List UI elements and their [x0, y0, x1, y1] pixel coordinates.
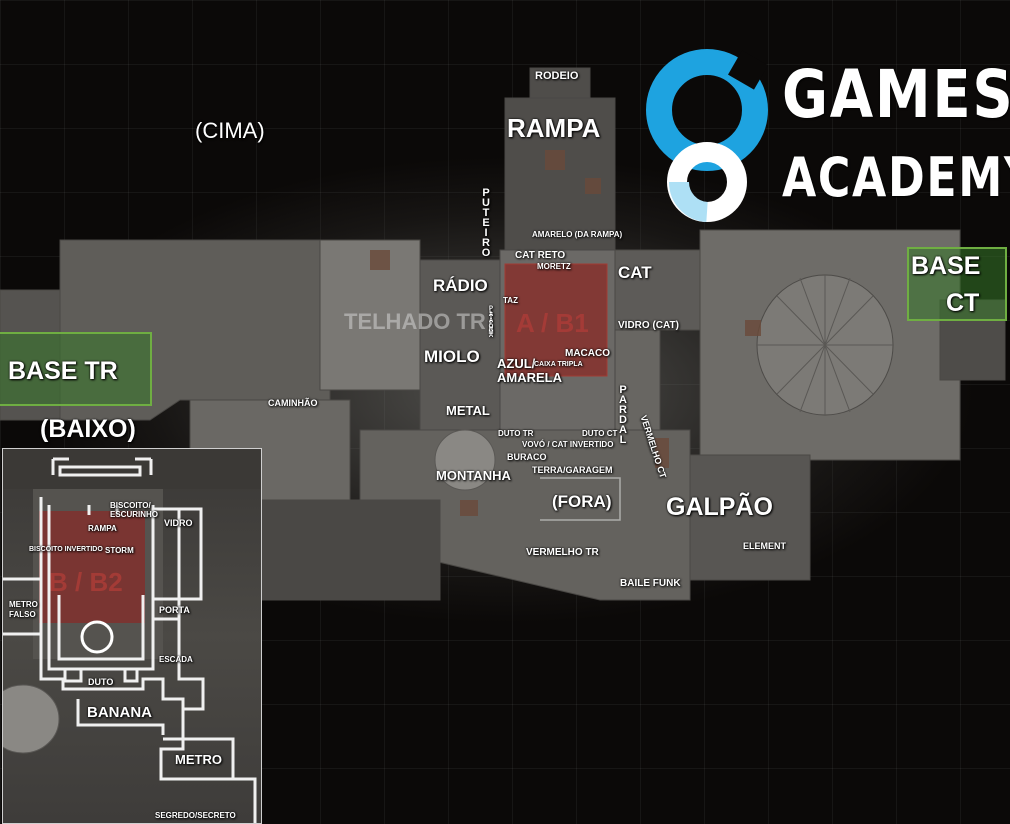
callout-puteiro: PUTEIRO	[480, 187, 492, 257]
lower-callout-vidro: VIDRO	[164, 518, 193, 528]
rodeio-area	[529, 67, 591, 99]
lower-callout-metro: METRO	[175, 752, 222, 767]
lower-callout-metro-falso: METRO FALSO	[9, 600, 38, 619]
callout-caminhao: CAMINHÃO	[268, 398, 318, 408]
montanha-rock	[434, 429, 496, 491]
callout-vidro-cat: VIDRO (CAT)	[618, 320, 679, 331]
logo-text-line1: GAMES	[782, 56, 1010, 133]
lower-callout-porta: PORTA	[159, 605, 190, 615]
callout-radio: RÁDIO	[433, 276, 488, 295]
section-upper-label: (CIMA)	[195, 118, 265, 143]
callout-moretz: MORETZ	[537, 262, 571, 271]
lower-level-plan	[3, 449, 261, 823]
lower-callout-rampa: RAMPA	[88, 524, 117, 533]
callout-buraco: BURACO	[507, 452, 547, 462]
callout-vovo: VOVÓ / CAT INVERTIDO	[522, 440, 614, 449]
lower-callout-banana: BANANA	[87, 704, 152, 721]
callout-azul: AZUL/	[497, 356, 536, 371]
lower-callout-escada: ESCADA	[159, 655, 193, 664]
callout-terra-garagem: TERRA/GARAGEM	[532, 465, 613, 475]
lower-callout-storm: STORM	[105, 546, 134, 555]
callout-amarela: AMARELA	[497, 370, 562, 385]
lower-callout-segredo: SEGREDO/SECRETO	[155, 811, 236, 820]
base-tr-zone	[0, 332, 152, 406]
callout-miolo: MIOLO	[424, 347, 480, 366]
section-outside-label: (FORA)	[552, 492, 612, 511]
base-ct-zone	[907, 247, 1007, 321]
logo-text-line2: ACADEMY	[782, 146, 1010, 209]
callout-macaco: MACACO	[565, 348, 610, 359]
callout-metal: METAL	[446, 403, 490, 418]
callout-galpao: GALPÃO	[666, 493, 773, 521]
games-academy-logo-icon	[646, 49, 768, 222]
callout-duto-tr: DUTO TR	[498, 429, 534, 438]
callout-montanha: MONTANHA	[436, 468, 511, 483]
callout-rampa: RAMPA	[507, 113, 601, 143]
callout-element: ELEMENT	[743, 541, 787, 551]
tunnel-area	[259, 499, 441, 601]
callout-plataforma: PLATAFORMA	[488, 306, 494, 336]
callout-caixa-tripla: CAIXA TRIPLA	[534, 361, 583, 368]
callout-telhado-tr: TELHADO TR	[344, 309, 486, 334]
site-a-marker	[504, 263, 608, 377]
section-lower-label: (BAIXO)	[40, 415, 136, 443]
site-b-pillar	[80, 620, 114, 654]
base-ct-label-line1: BASE	[911, 252, 981, 280]
callout-taz: TAZ	[503, 296, 518, 305]
lower-dome	[3, 684, 60, 754]
base-tr-label: BASE TR	[8, 357, 118, 385]
callout-amarelo-rampa: AMARELO (DA RAMPA)	[532, 230, 623, 239]
lower-callout-duto: DUTO	[88, 677, 114, 687]
ct-dome	[756, 274, 894, 416]
base-ct-label-line2: CT	[946, 289, 980, 317]
callout-cat-reto: CAT RETO	[515, 250, 566, 261]
lower-level-inset: B / B2 BISCOITO/ ESCURINHO VIDRO RAMPA B…	[2, 448, 262, 824]
callout-pardal: PARDAL	[617, 384, 629, 444]
callout-baile-funk: BAILE FUNK	[620, 578, 681, 589]
site-b-label: B / B2	[49, 567, 123, 597]
site-b-marker	[39, 511, 145, 623]
callout-vermelho-tr: VERMELHO TR	[526, 547, 599, 558]
fora-outline	[540, 477, 621, 521]
callout-cat: CAT	[618, 263, 652, 282]
lower-callout-biscoito-invertido: BISCOITO INVERTIDO	[29, 546, 103, 553]
site-a-label: A / B1	[516, 308, 589, 338]
lower-callout-biscoito: BISCOITO/ ESCURINHO	[110, 501, 159, 519]
callout-rodeio: RODEIO	[535, 70, 579, 82]
callout-duto-ct: DUTO CT	[582, 429, 618, 438]
